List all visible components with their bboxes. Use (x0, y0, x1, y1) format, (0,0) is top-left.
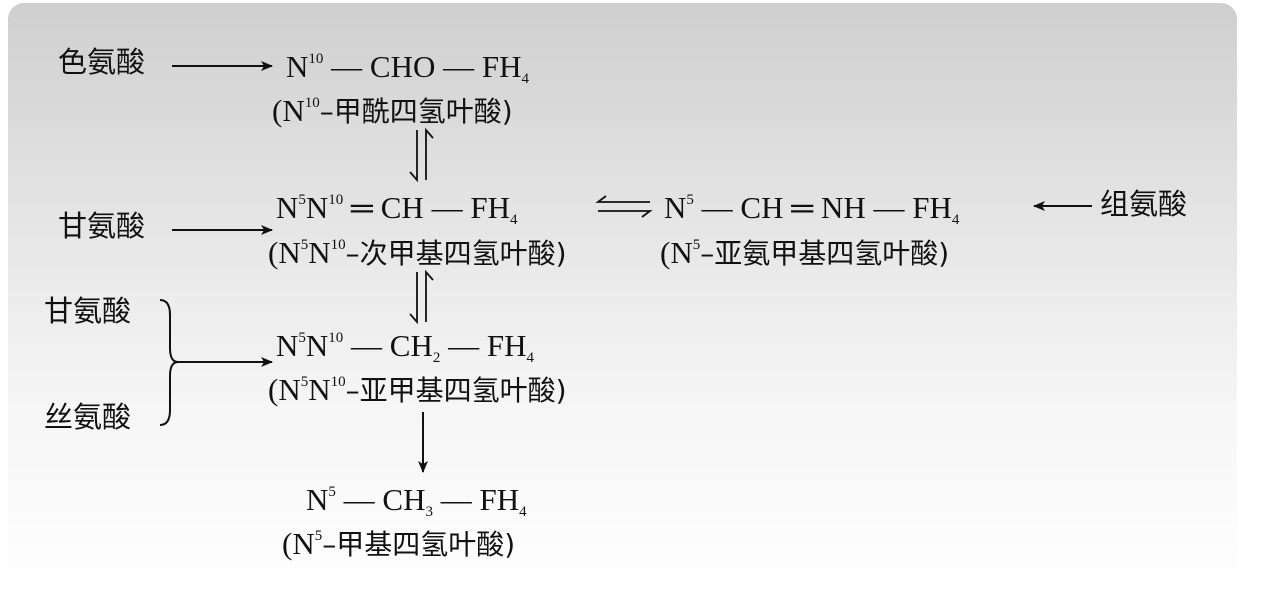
brace-gly-ser (159, 299, 179, 426)
label-serine: 丝氨酸 (44, 400, 132, 434)
name-methenyl-thf: (N5N10–次甲基四氢叶酸) (268, 235, 567, 270)
formula-methenyl-thf: N5N10 ═ CH — FH4 (276, 190, 518, 228)
equilibrium-methenyl-formimino (595, 195, 653, 218)
label-histidine: 组氨酸 (1100, 187, 1188, 221)
formula-formimino-thf: N5 — CH ═ NH — FH4 (664, 190, 960, 228)
equilibrium-formyl-methenyl (409, 127, 434, 183)
name-formimino-thf: (N5–亚氨甲基四氢叶酸) (660, 235, 950, 270)
diagram-panel (8, 3, 1237, 603)
label-glycine-2: 甘氨酸 (44, 294, 132, 328)
formula-methyl-thf: N5 — CH3 — FH4 (306, 482, 527, 520)
name-methyl-thf: (N5–甲基四氢叶酸) (282, 526, 516, 561)
formula-methylene-thf: N5N10 — CH2 — FH4 (276, 328, 534, 366)
equilibrium-methenyl-methylene (409, 269, 434, 325)
label-tryptophan: 色氨酸 (58, 45, 146, 79)
name-formyl-thf: (N10–甲酰四氢叶酸) (272, 93, 513, 128)
label-glycine: 甘氨酸 (58, 209, 146, 243)
name-methylene-thf: (N5N10–亚甲基四氢叶酸) (268, 372, 567, 407)
formula-formyl-thf: N10 — CHO — FH4 (286, 49, 529, 87)
